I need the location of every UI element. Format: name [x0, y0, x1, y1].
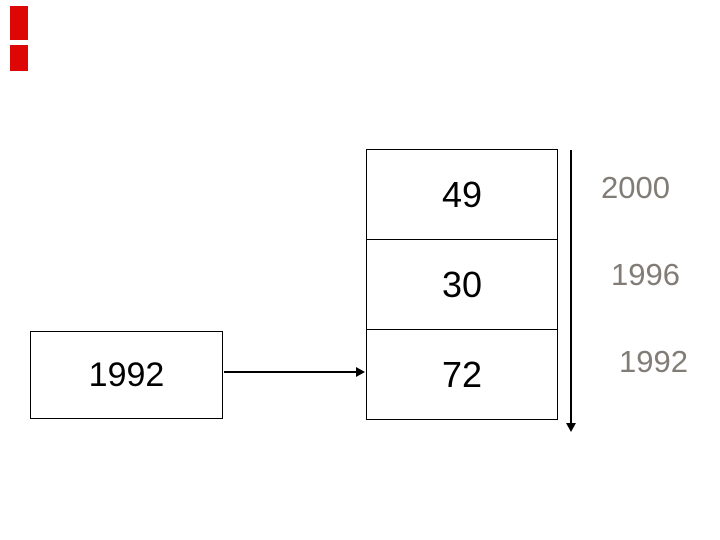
timeline-year-label: 2000: [601, 170, 670, 205]
source-year-box: 1992: [30, 331, 223, 419]
arrow-down-icon: [566, 423, 576, 432]
red-accent-bar-bottom: [10, 45, 28, 71]
stack-row: 30: [367, 239, 557, 329]
stack-row-value: 72: [441, 353, 483, 395]
timeline-arrow-line: [570, 150, 572, 423]
stack-row-value: 49: [441, 173, 483, 215]
arrow-right-icon: [356, 367, 365, 377]
value-stack: 49 30 72: [366, 149, 558, 420]
horizontal-connector-line: [224, 371, 358, 373]
timeline-year-label: 1996: [611, 257, 680, 292]
red-accent-bar-top: [10, 6, 28, 40]
stack-row-value: 30: [441, 263, 483, 305]
stack-row: 72: [367, 329, 557, 419]
timeline-year-label: 1992: [619, 344, 688, 379]
stack-row: 49: [367, 150, 557, 239]
source-year-label: 1992: [88, 355, 165, 394]
